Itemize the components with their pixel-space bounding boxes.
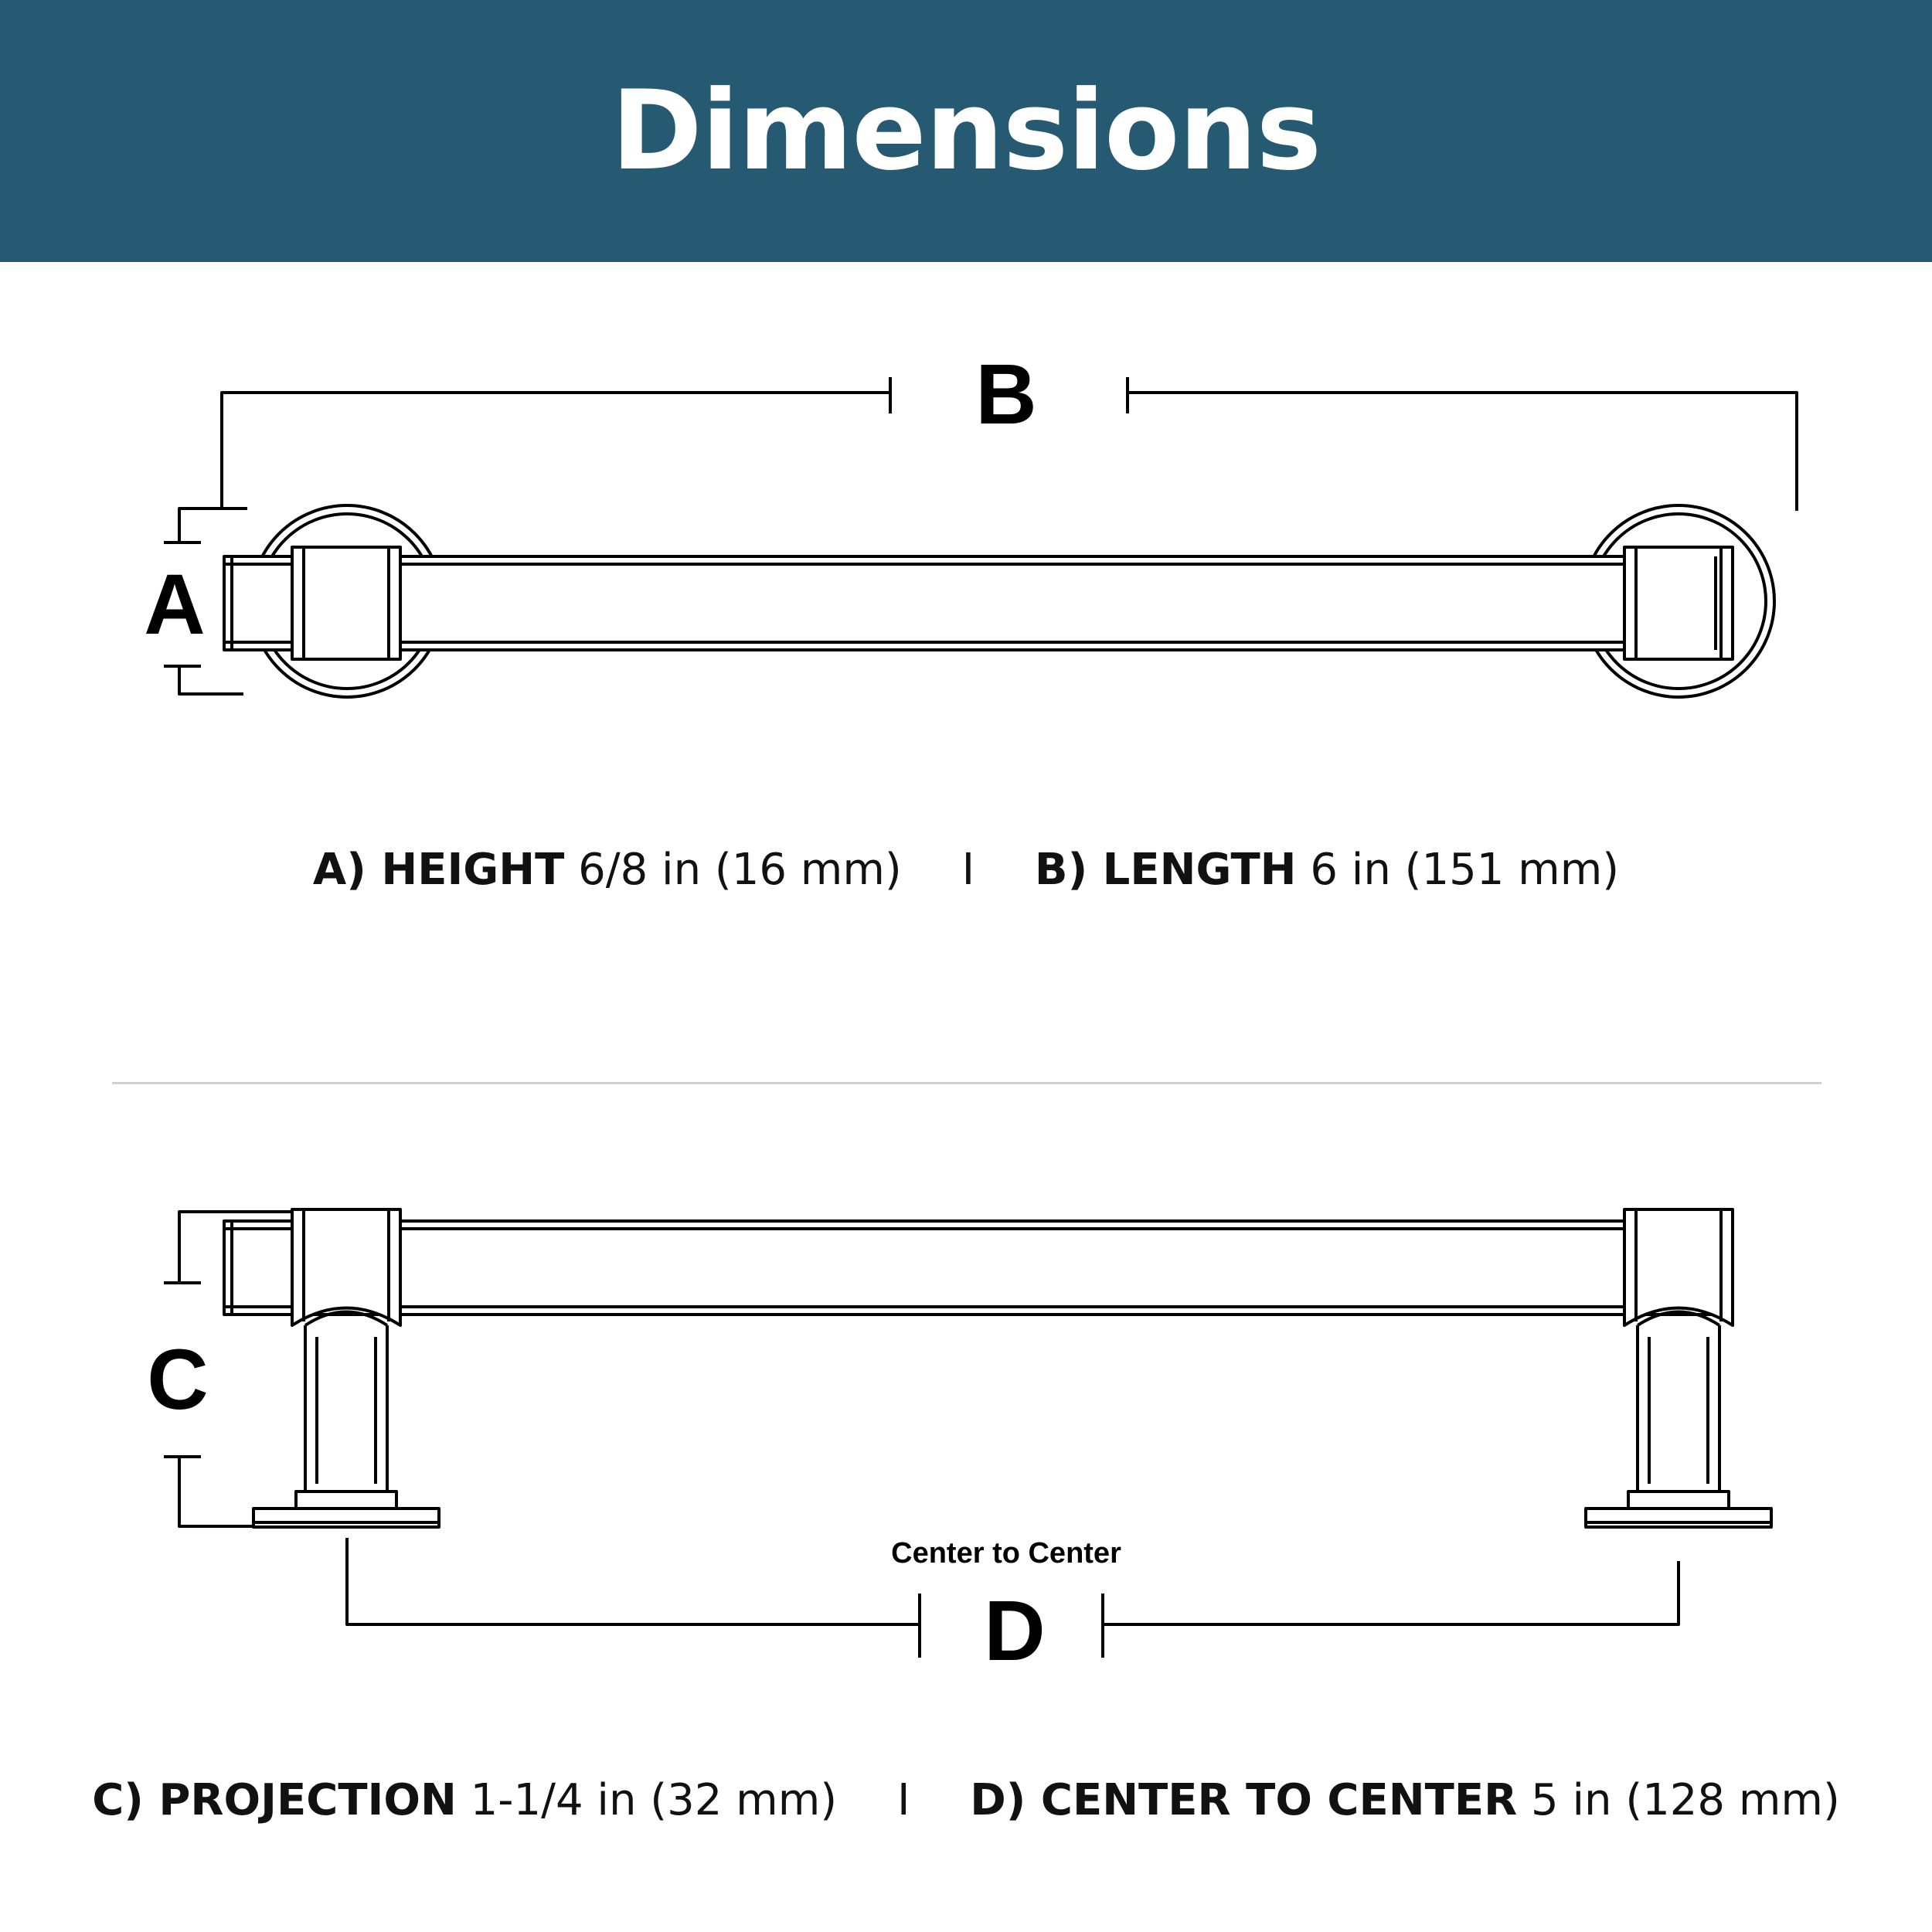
length-label: B) LENGTH — [1034, 845, 1297, 895]
projection-value: 1-1/4 in (32 mm) — [470, 1775, 838, 1825]
label-a: A — [144, 557, 205, 652]
dimension-d-lines — [345, 1538, 1680, 1658]
center-to-center-label: D) CENTER TO CENTER — [970, 1775, 1518, 1825]
label-b: B — [975, 347, 1036, 442]
page-title: Dimensions — [611, 67, 1321, 195]
dimension-c-lines — [164, 1210, 292, 1528]
spec-separator: I — [896, 1775, 910, 1825]
label-d: D — [984, 1583, 1045, 1679]
center-to-center-caption: Center to Center — [891, 1537, 1121, 1570]
header-banner: Dimensions — [0, 0, 1932, 262]
spec-line-top: A) HEIGHT 6/8 in (16 mm) I B) LENGTH 6 i… — [0, 845, 1932, 895]
side-view-handle — [223, 1208, 1773, 1529]
length-value: 6 in (151 mm) — [1310, 845, 1620, 895]
dimension-a-lines — [164, 507, 247, 696]
top-view-handle — [223, 504, 1776, 699]
section-divider — [112, 1082, 1821, 1084]
height-value: 6/8 in (16 mm) — [578, 845, 902, 895]
projection-label: C) PROJECTION — [92, 1775, 457, 1825]
height-label: A) HEIGHT — [312, 845, 565, 895]
center-to-center-value: 5 in (128 mm) — [1531, 1775, 1840, 1825]
spec-line-bottom: C) PROJECTION 1-1/4 in (32 mm) I D) CENT… — [0, 1775, 1932, 1825]
label-c: C — [147, 1332, 208, 1427]
dimension-b-lines — [220, 377, 1798, 511]
spec-separator: I — [961, 845, 975, 895]
